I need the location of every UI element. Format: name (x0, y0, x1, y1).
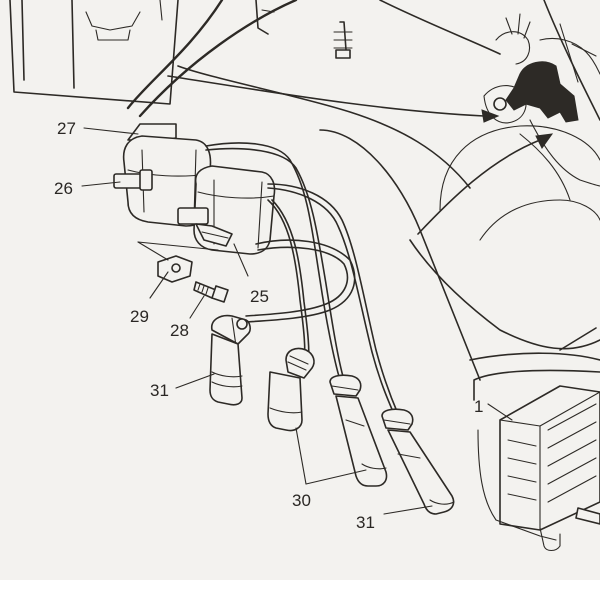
ignition-coil-front (177, 165, 276, 255)
callout-29: 29 (130, 307, 149, 326)
callout-30: 30 (292, 491, 311, 510)
part-28-bolt (193, 281, 229, 303)
high-tension-leads (205, 142, 399, 415)
plug-cap-30-b (329, 374, 388, 487)
callout-27: 27 (57, 119, 76, 138)
top-left-inset (9, 0, 179, 105)
plug-cap-30-a (267, 347, 315, 432)
callout-labels: 27 26 29 28 25 31 30 31 1 (54, 119, 483, 532)
part-29-nut (157, 255, 193, 283)
motorcycle-sketch (439, 13, 600, 241)
callout-31-right: 31 (356, 513, 375, 532)
callout-26: 26 (54, 179, 73, 198)
plug-cap-31-left (209, 314, 251, 406)
top-center-fitting (255, 0, 353, 59)
callout-28: 28 (170, 321, 189, 340)
callout-25: 25 (250, 287, 269, 306)
frame-curves (126, 0, 600, 381)
leader-lines (81, 127, 513, 515)
plug-cap-31-right (381, 408, 455, 515)
callout-1: 1 (474, 397, 483, 416)
regulator-rectifier (473, 369, 600, 552)
callout-31-left: 31 (150, 381, 169, 400)
callout-arrows (167, 75, 554, 235)
